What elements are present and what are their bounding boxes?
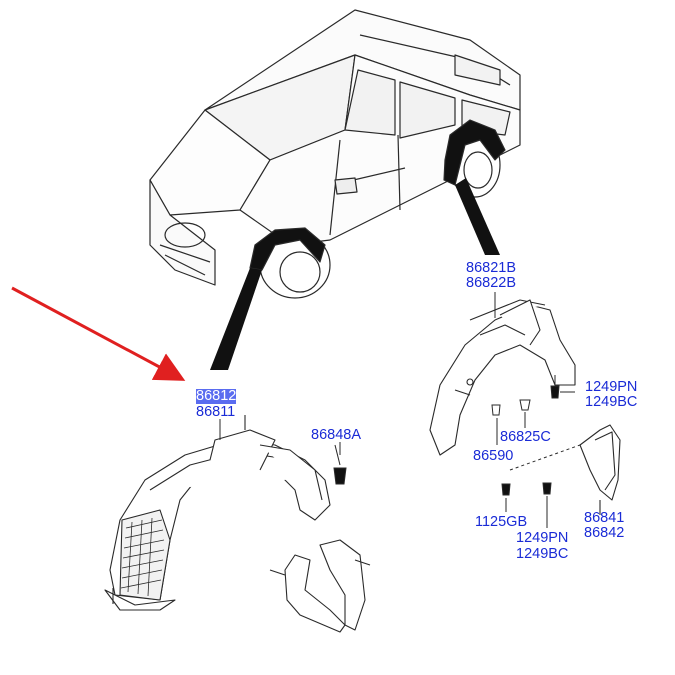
label-front-liner-alt[interactable]: 86811 [196, 404, 236, 420]
label-mudguard-alt[interactable]: 86842 [584, 525, 625, 541]
label-screw-b[interactable]: 1249PN [516, 530, 569, 546]
label-screw-a-alt[interactable]: 1249BC [585, 394, 638, 410]
label-front-clip[interactable]: 86848A [311, 427, 361, 443]
front-mudguard [269, 539, 371, 633]
label-rear-clip[interactable]: 86825C [500, 429, 551, 445]
suv-vehicle-icon [149, 9, 521, 299]
front-clip-icon [333, 444, 347, 485]
rear-callout-wedge [455, 178, 500, 255]
label-screw-a[interactable]: 1249PN [585, 379, 638, 395]
label-rear-liner-alt[interactable]: 86822B [466, 275, 516, 291]
rear-wheel-liner [429, 299, 576, 456]
red-arrow-icon [11, 286, 186, 381]
label-mudguard-main[interactable]: 86841 [584, 510, 625, 526]
rear-mudguard [579, 424, 621, 515]
label-screw-b-alt[interactable]: 1249BC [516, 546, 569, 562]
leader-lines [219, 292, 496, 455]
front-callout-wedge [210, 268, 262, 370]
front-wheel-liner [104, 415, 331, 611]
rear-fasteners [491, 375, 581, 528]
label-front-liner-main[interactable]: 86812 [196, 388, 237, 404]
label-rear-liner-main[interactable]: 86821B [466, 260, 516, 276]
label-grommet[interactable]: 86590 [473, 448, 514, 464]
label-bolt[interactable]: 1125GB [475, 514, 528, 530]
